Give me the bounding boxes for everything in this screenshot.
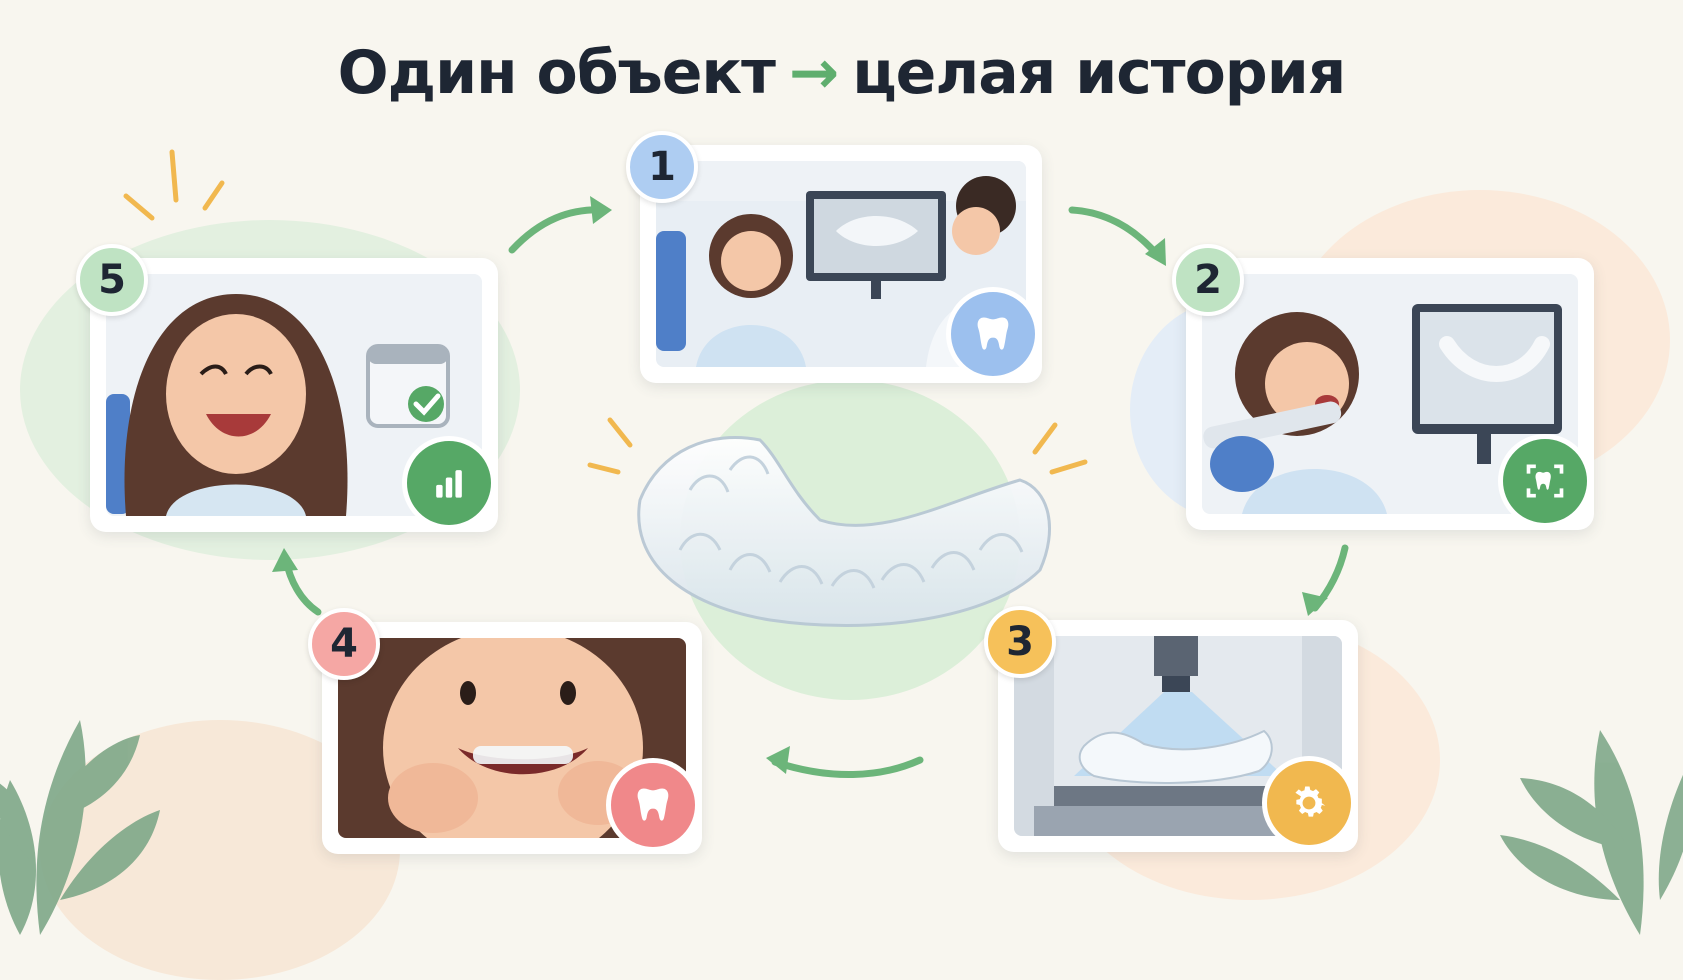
scene-happy-result [106,274,482,516]
arrow-4-to-5 [282,556,322,616]
step-card-4: 4 [308,608,702,854]
title-left: Один объект [337,38,776,108]
title-arrow: → [788,38,839,108]
step-card-3: 3 [984,606,1358,852]
arrow-5-to-1 [508,206,609,254]
step-card-2: 2 [1172,244,1594,530]
title-right: целая история [852,38,1346,108]
arrow-1-to-2 [1068,206,1164,262]
aligner-illustration [620,420,1060,650]
sparkle-lines-top-left [123,149,225,221]
step-badge-2: 2 [1172,244,1244,316]
step-badge-5: 5 [76,244,148,316]
gear-icon [1262,756,1356,850]
diagram-title: Один объект→целая история [0,38,1683,108]
step-badge-1: 1 [626,131,698,203]
arrow-2-to-3 [1311,544,1349,612]
tooth-icon [606,758,700,852]
leaf-decoration-right [1500,730,1683,935]
step-card-1: 1 [626,131,1042,383]
tooth-scan-icon [1498,434,1592,528]
step-badge-4: 4 [308,608,380,680]
arrow-3-to-4 [771,756,924,779]
bar-chart-icon [402,436,496,530]
tooth-icon [946,287,1040,381]
step-card-5: 5 [76,244,498,532]
step-badge-3: 3 [984,606,1056,678]
